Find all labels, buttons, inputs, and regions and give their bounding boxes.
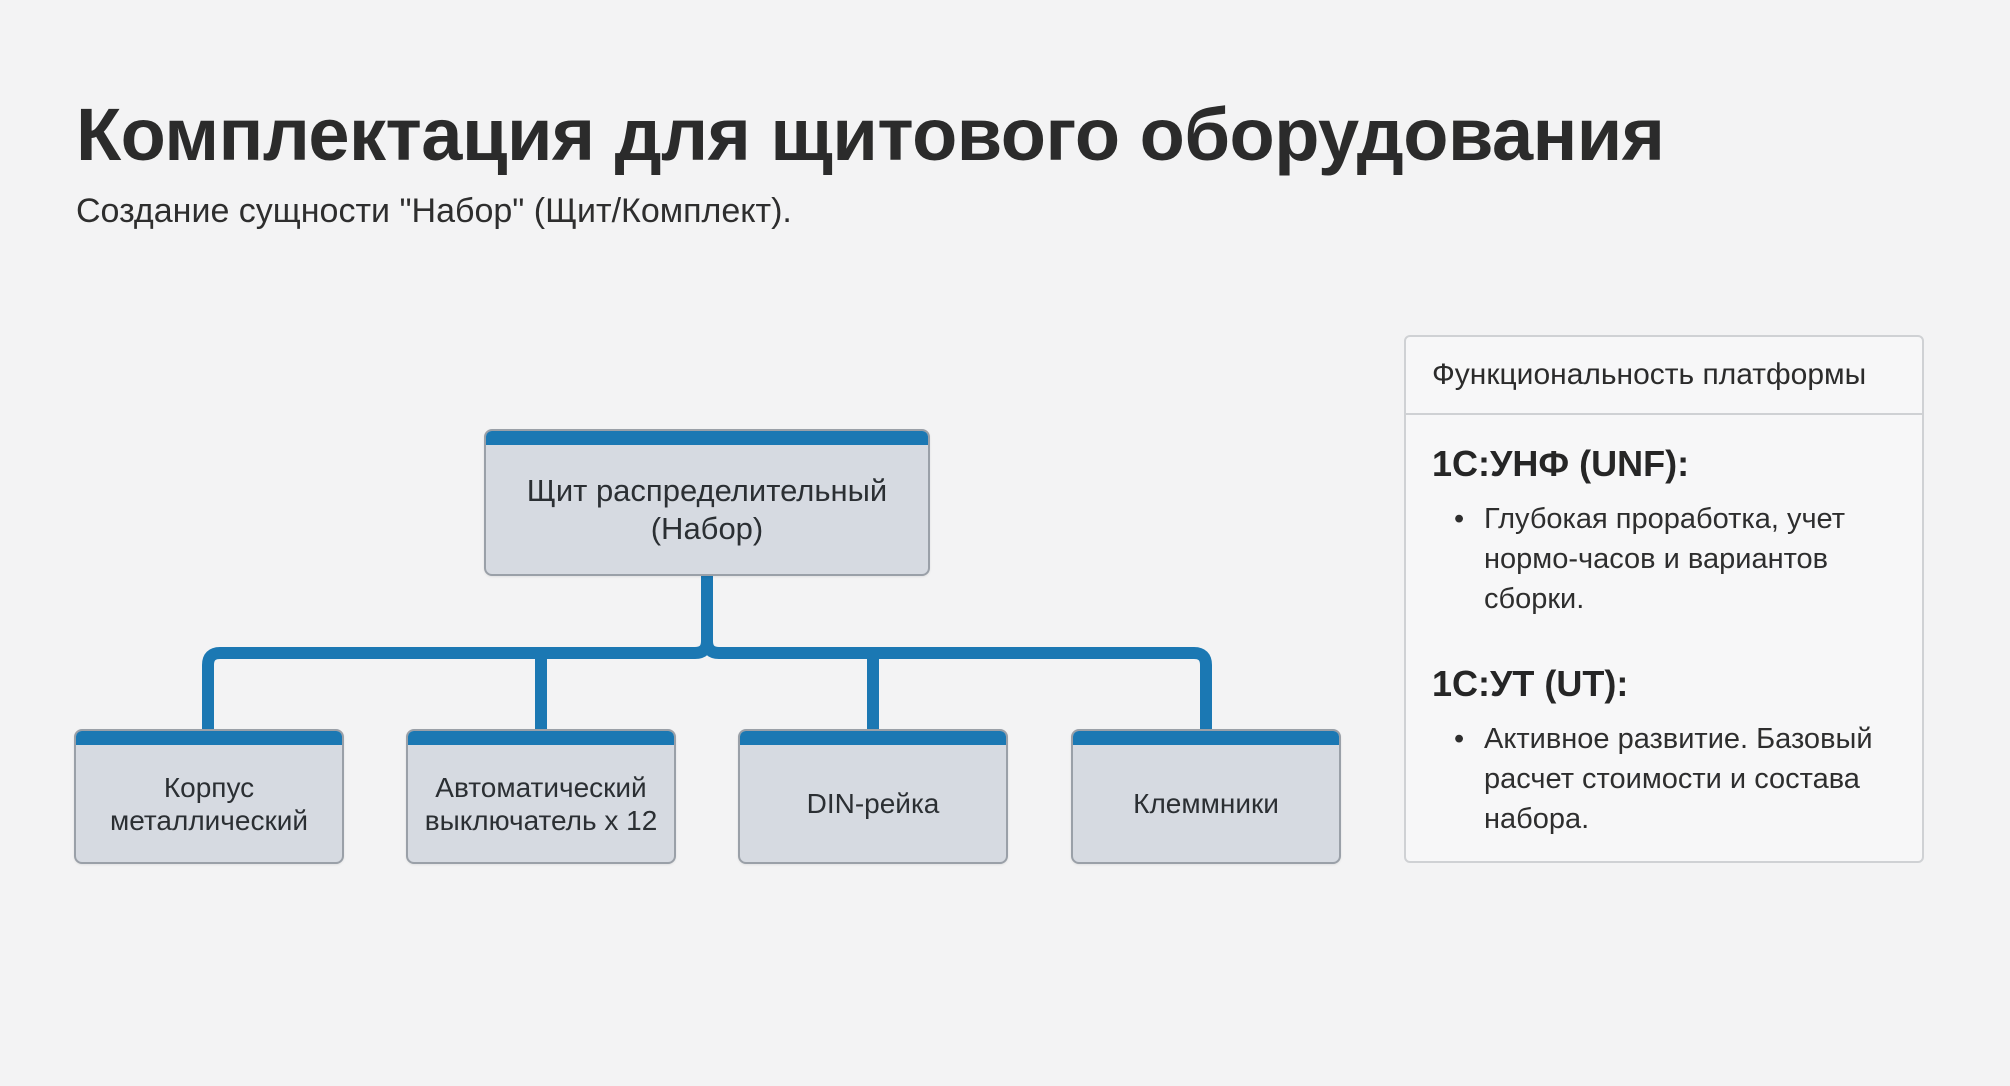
node-root-label: Щит распределительный (Набор) xyxy=(519,458,895,548)
platform-section-ut: 1С:УТ (UT): Активное развитие. Базовый р… xyxy=(1432,663,1898,839)
node-child-din-rail: DIN-рейка xyxy=(738,729,1008,864)
node-root-label-line2: (Набор) xyxy=(650,510,764,546)
platform-section-unf: 1С:УНФ (UNF): Глубокая проработка, учет … xyxy=(1432,443,1898,619)
node-root-label-line1: Щит распределительный xyxy=(526,472,888,508)
node-child-circuit-breaker: Автоматический выключатель x 12 xyxy=(406,729,676,864)
node-child-label-line2: выключатель x 12 xyxy=(424,804,658,836)
node-child-label-line1: Клеммники xyxy=(1133,788,1279,819)
node-child-terminal-blocks: Клеммники xyxy=(1071,729,1341,864)
slide-title: Комплектация для щитового оборудования xyxy=(76,93,1665,176)
platform-bullet: Глубокая проработка, учет нормо-часов и … xyxy=(1432,499,1898,619)
node-child-label: Корпус металлический xyxy=(102,757,316,837)
node-child-label-line1: Автоматический xyxy=(435,771,647,803)
node-child-label-line2: металлический xyxy=(110,804,308,836)
node-child-label: Клеммники xyxy=(1125,773,1287,820)
node-child-label-line1: DIN-рейка xyxy=(806,788,940,819)
panel-body: 1С:УНФ (UNF): Глубокая проработка, учет … xyxy=(1406,415,1922,839)
platform-bullet-list: Глубокая проработка, учет нормо-часов и … xyxy=(1432,499,1898,619)
platform-heading: 1С:УНФ (UNF): xyxy=(1432,443,1690,484)
slide-subtitle: Создание сущности "Набор" (Щит/Комплект)… xyxy=(76,192,792,230)
node-child-label: DIN-рейка xyxy=(799,773,948,820)
node-child-enclosure: Корпус металлический xyxy=(74,729,344,864)
panel-header: Функциональность платформы xyxy=(1406,337,1922,415)
node-child-label: Автоматический выключатель x 12 xyxy=(417,757,666,837)
node-child-label-line1: Корпус xyxy=(163,771,255,803)
platform-functionality-panel: Функциональность платформы 1С:УНФ (UNF):… xyxy=(1404,335,1924,863)
platform-bullet: Активное развитие. Базовый расчет стоимо… xyxy=(1432,719,1898,839)
platform-bullet-list: Активное развитие. Базовый расчет стоимо… xyxy=(1432,719,1898,839)
connector-right-branch xyxy=(701,640,1212,730)
connector-trunk xyxy=(202,576,713,730)
node-root-distribution-board: Щит распределительный (Набор) xyxy=(484,429,930,576)
platform-heading: 1С:УТ (UT): xyxy=(1432,663,1629,704)
